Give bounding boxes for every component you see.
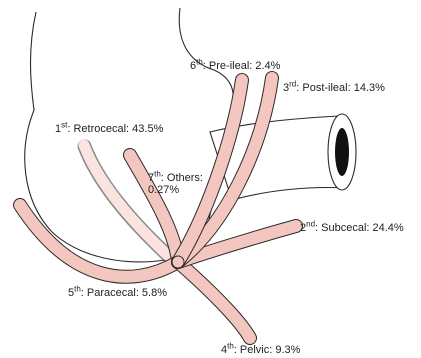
appendix-base [172, 256, 184, 268]
label-others-value: 0.27% [148, 184, 179, 196]
label-preileal: 6th: Pre-ileal: 2.4% [190, 60, 280, 72]
label-pelvic: 4th: Pelvic: 9.3% [221, 344, 300, 356]
label-others: 7th: Others: 0.27% [148, 172, 203, 196]
label-paracecal: 5th: Paracecal: 5.8% [68, 287, 167, 299]
ileum-lumen [335, 128, 349, 176]
cecum-outline [25, 12, 214, 262]
label-subcecal: 2nd: Subcecal: 24.4% [300, 222, 404, 234]
label-postileal: 3rd: Post-ileal: 14.3% [283, 82, 385, 94]
label-retrocecal: 1st: Retrocecal: 43.5% [55, 123, 163, 135]
cecum-right-wall [179, 8, 233, 110]
